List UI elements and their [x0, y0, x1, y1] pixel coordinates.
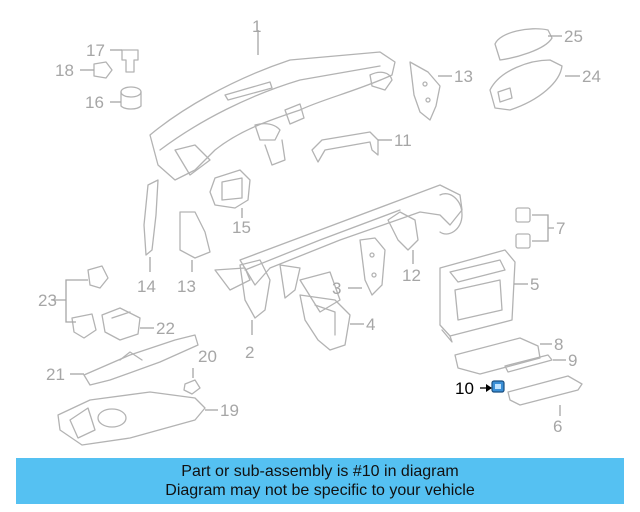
info-banner: Part or sub-assembly is #10 in diagram D…: [16, 458, 624, 504]
callout-2: 2: [245, 343, 254, 362]
part-12-brace: [387, 211, 419, 251]
part-11-bracket: [311, 131, 379, 163]
part-13-side-panel: [409, 61, 441, 121]
part-15-vent: [209, 169, 251, 209]
callout-4: 4: [366, 315, 375, 334]
part-19-knee-bolster: [57, 391, 206, 446]
callout-12: 12: [402, 266, 421, 285]
part-9-strip: [504, 354, 553, 373]
part-20-clip: [183, 379, 201, 395]
part-10-highlighted-component[interactable]: [491, 380, 505, 393]
callout-24: 24: [582, 67, 601, 86]
part-22-hinge: [101, 307, 141, 341]
part-1-dashboard: [149, 51, 396, 181]
callout-10: 10: [455, 379, 474, 398]
part-18-clip: [93, 61, 113, 79]
part-7-clips: [515, 207, 531, 249]
part-23-brackets: [71, 265, 109, 339]
part-13-end-cap: [179, 211, 211, 259]
part-24-glovebox-door: [489, 59, 563, 111]
part-14-pillar-trim: [143, 179, 159, 256]
part-2-crosscar-beam: [214, 184, 463, 319]
callout-22: 22: [156, 319, 175, 338]
callout-3: 3: [332, 279, 341, 298]
callout-18: 18: [55, 61, 74, 80]
callout-25: 25: [564, 27, 583, 46]
callout-13a: 13: [454, 67, 473, 86]
callout-7: 7: [556, 219, 565, 238]
part-8-panel: [454, 337, 541, 375]
callout-11: 11: [394, 131, 412, 150]
callout-14: 14: [137, 277, 156, 296]
parts-diagram: 1 17 18 16 25 24 13 11: [38, 17, 601, 446]
callout-20: 20: [198, 347, 217, 366]
banner-line-1: Part or sub-assembly is #10 in diagram: [181, 463, 459, 480]
callout-23: 23: [38, 291, 57, 310]
callout-19: 19: [220, 401, 239, 420]
callout-1: 1: [252, 17, 261, 36]
callout-13b: 13: [177, 277, 196, 296]
callout-15: 15: [232, 218, 251, 237]
part-25-cover: [494, 28, 553, 61]
part-17-clip: [121, 49, 139, 73]
callout-5: 5: [530, 275, 539, 294]
part-21-lower-trim: [83, 334, 199, 386]
callout-8: 8: [554, 335, 563, 354]
callout-21: 21: [46, 365, 65, 384]
part-16-socket: [120, 86, 142, 110]
callout-6: 6: [553, 417, 562, 436]
callout-17: 17: [86, 41, 105, 60]
banner-line-2: Diagram may not be specific to your vehi…: [165, 482, 475, 499]
part-3-bracket: [359, 237, 386, 296]
callout-9: 9: [568, 351, 577, 370]
callout-16: 16: [85, 93, 104, 112]
part-5-radio-bezel: [439, 249, 516, 343]
part-6-tray: [507, 375, 583, 406]
part-4-support: [299, 294, 351, 351]
